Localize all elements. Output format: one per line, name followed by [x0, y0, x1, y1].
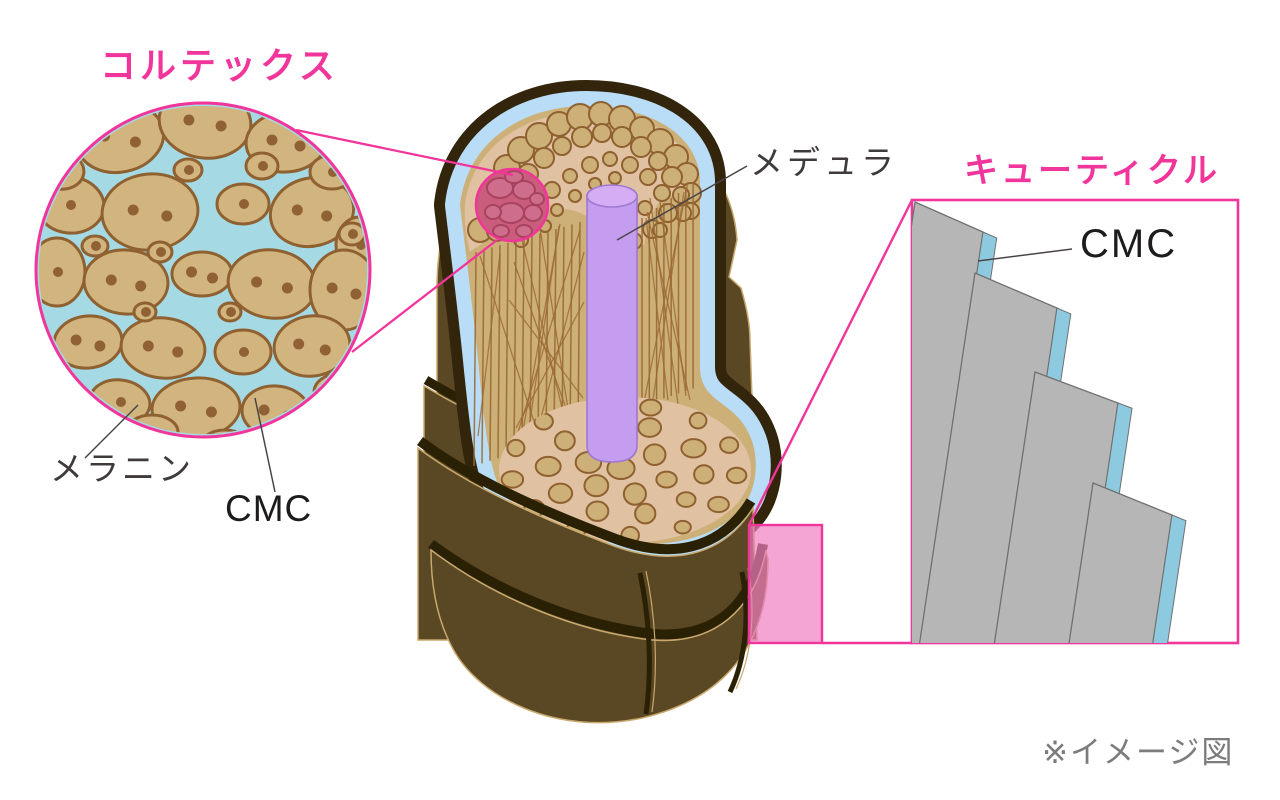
leader-lines	[84, 165, 1073, 493]
cortex-highlight-circle	[474, 167, 550, 243]
medulla-label: メデュラ	[750, 144, 898, 181]
image-note-label: ※イメージ図	[1042, 735, 1235, 770]
melanin-leader	[84, 404, 139, 459]
hair-shaft	[417, 93, 781, 724]
cuticle-detail	[747, 198, 1240, 645]
cuticle-highlight-rect	[747, 523, 824, 645]
cmc-right-label: CMC	[1080, 222, 1178, 266]
cmc-right-leader	[977, 248, 1073, 262]
cmc-left-label: CMC	[225, 488, 313, 529]
cmc-left-leader	[254, 397, 276, 493]
cortex-label: コルテックス	[100, 45, 339, 86]
cuticle-scale-layers	[912, 201, 1187, 643]
medulla-leader	[616, 165, 748, 241]
melanin-label: メラニン	[50, 450, 194, 487]
medulla-rod	[586, 184, 638, 463]
cuticle-label: キューティクル	[964, 152, 1220, 190]
